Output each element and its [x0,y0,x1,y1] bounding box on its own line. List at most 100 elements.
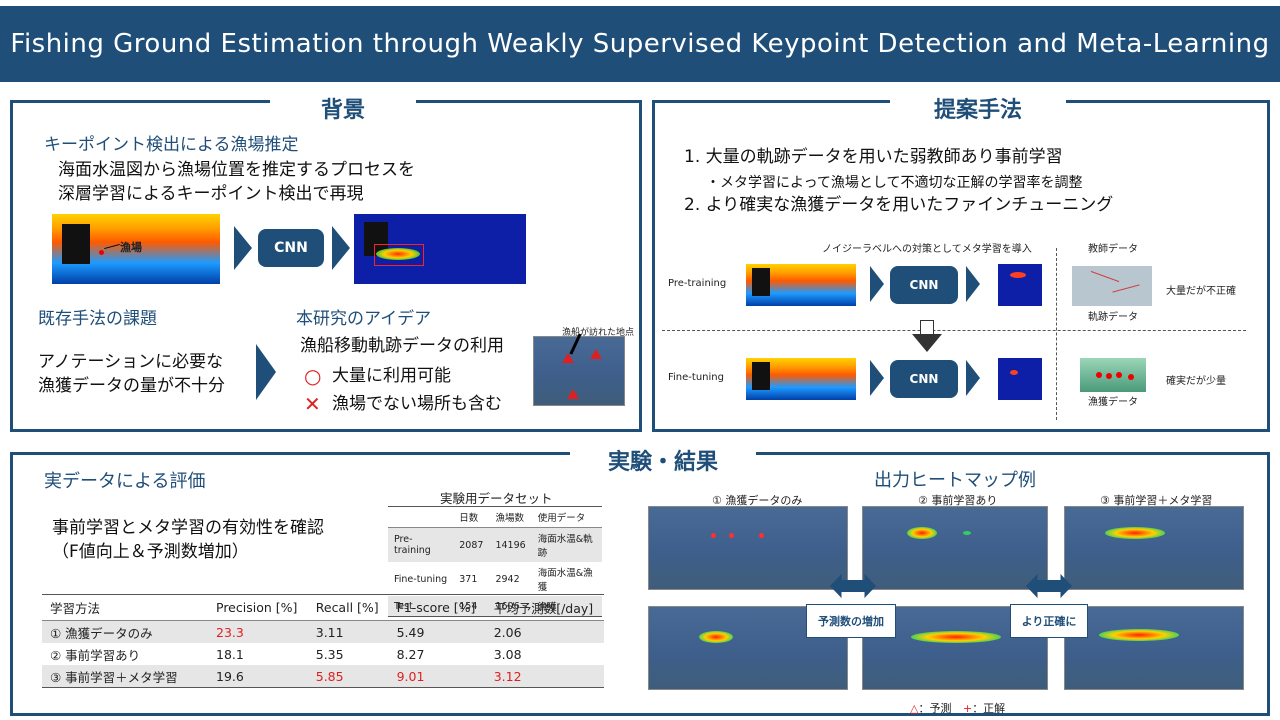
dataset-cell: Pre-training [394,534,431,556]
table-row: Pre-training 2087 14196 海面水温&軌跡 [388,527,602,562]
dataset-cell: 漁獲 [537,602,557,613]
heatmap-col-label-1: ① 漁獲データのみ [712,494,803,507]
heat-blob [1099,629,1179,641]
callout-more-accurate: より正確に [1010,604,1088,638]
arrow-right-icon [966,360,980,396]
poster-title: Fishing Ground Estimation through Weakly… [0,6,1280,82]
cnn-block: CNN [258,229,324,267]
track-data-label: 軌跡データ [1088,312,1138,323]
triangle-marker [562,353,574,363]
catch-data-image [1080,358,1146,392]
results-cell-best: 5.85 [315,668,344,684]
results-cell: 5.35 [315,646,344,662]
table-row: Fine-tuning 371 2942 海面水温&漁獲 [388,562,602,596]
heat-blob [376,248,420,260]
finetuning-heatmap-image [998,358,1042,400]
results-header-cell: Recall [%] [315,600,379,615]
callout-more-predictions: 予測数の増加 [806,604,896,638]
background-desc-line1: 海面水温図から漁場位置を推定するプロセスを [58,160,415,180]
experiment-desc-line1: 事前学習とメタ学習の有効性を確認 [52,518,324,538]
dataset-cell: 14196 [495,539,526,551]
results-header-cell: 学習方法 [50,601,101,616]
dataset-cell: 154 [459,600,478,612]
arrow-right-icon [870,360,884,396]
heatmap-example-1a [648,506,848,590]
pretraining-cnn-block: CNN [890,266,958,304]
fishing-point-leader-line [104,243,120,250]
heatmap-example-3a [1064,506,1244,590]
track-map-label: 漁船が訪れた地点 [562,328,635,338]
results-header-row: 学習方法 Precision [%] Recall [%] F1-score [… [42,595,604,621]
sst-map-image: 漁場 [52,214,220,284]
background-subheading-idea: 本研究のアイデア [296,309,432,329]
heat-blob [1105,527,1165,539]
track-data-desc: 大量だが不正確 [1166,286,1236,297]
triangle-icon: △ [910,702,919,715]
teacher-label: 教師データ [1088,244,1138,255]
proposed-item1-sub: ・メタ学習によって漁場として不適切な正解の学習率を調整 [706,175,1083,191]
dataset-cell: 1606 [495,600,520,612]
cross-icon: ✕ [304,392,321,416]
catch-dot [1106,373,1112,379]
background-subheading-keypoint: キーポイント検出による漁場推定 [44,135,299,155]
results-cell: ③ 事前学習＋メタ学習 [50,669,178,685]
japan-land-shape [62,224,90,264]
dataset-header-cell: 使用データ [537,513,586,524]
arrow-right-icon [256,344,276,400]
table-row: Test 154 1606 漁獲 [388,596,602,617]
dataset-header-cell: 漁場数 [495,513,524,524]
finetuning-cnn-block: CNN [890,360,958,398]
results-cell: 3.11 [315,624,344,640]
catch-dot [1128,374,1134,380]
results-cell: ② 事前学習あり [50,647,141,663]
results-cell-best: 23.3 [216,624,244,640]
divider-horizontal [662,330,1246,331]
results-cell: 8.27 [396,646,425,662]
arrow-right-icon [870,266,884,302]
results-cell: ① 漁獲データのみ [50,625,153,641]
meta-note: ノイジーラベルへの対策としてメタ学習を導入 [822,244,1032,255]
japan-land-shape [752,268,770,296]
triangle-marker [567,389,579,399]
track-line [1090,270,1120,283]
track-map-image [533,333,625,406]
results-cell: 2.06 [493,624,522,640]
finetuning-label: Fine-tuning [668,372,724,383]
heat-dot [711,533,716,538]
dataset-header-cell: 日数 [459,513,479,524]
experiment-desc-line2: （F値向上＆予測数増加） [52,542,249,562]
legend-pred-label: ：予測 [918,702,952,715]
triangle-marker [590,349,602,359]
issue-line1: アノテーションに必要な [38,352,224,372]
arrow-right-icon [966,266,980,302]
dataset-header-cell [388,507,453,528]
legend-true-label: ：正解 [972,702,1006,715]
catch-data-desc: 確実だが少量 [1166,376,1226,387]
finetuning-sst-image [746,358,856,400]
heat-blob [1010,272,1026,278]
fishing-point-label: 漁場 [120,241,142,254]
results-header-cell: F1-score [%] [396,600,476,615]
heatmap-example-1b [648,606,848,690]
experiment-heading: 実験・結果 [570,444,756,476]
japan-land-shape [752,362,770,390]
results-cell: 5.49 [396,624,425,640]
heat-dot [729,533,734,538]
heatmap-example-2a [862,506,1048,590]
catch-dot [1116,372,1122,378]
dataset-table: 日数 漁場数 使用データ Pre-training 2087 14196 海面水… [388,506,602,617]
heatmap-output-image [354,214,526,284]
results-cell: 18.1 [216,646,244,662]
dataset-cell: Test [394,600,413,612]
background-subheading-issue: 既存手法の課題 [38,309,157,329]
pretraining-heatmap-image [998,264,1042,306]
results-table: 学習方法 Precision [%] Recall [%] F1-score [… [42,594,604,688]
pretraining-sst-image [746,264,856,306]
pretraining-label: Pre-training [668,278,727,289]
pro-text: 大量に利用可能 [332,366,451,386]
background-desc-line2: 深層学習によるキーポイント検出で再現 [58,184,364,204]
results-header-cell: 平均予測数[/day] [493,601,594,616]
circle-icon: ○ [304,364,322,388]
arrow-right-icon [332,226,350,270]
pointer-line [569,333,582,355]
